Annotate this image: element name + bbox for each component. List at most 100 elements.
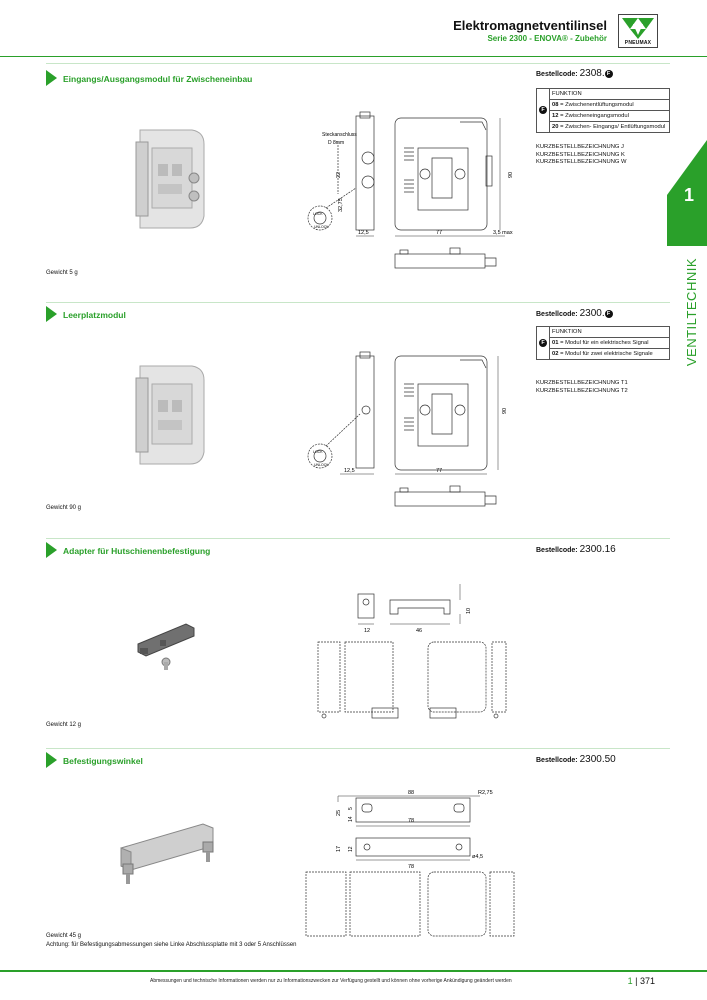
dim-label: 88	[408, 790, 414, 796]
short-designation: KURZBESTELLBEZEICHNUNG W	[536, 159, 627, 165]
short-designations: KURZBESTELLBEZEICHNUNG J KURZBESTELLBEZE…	[536, 144, 627, 167]
technical-drawing-io-module: Steckanschluss D 8mm 22 32,75 LOCK UNLOC…	[307, 111, 514, 269]
function-header: FUNKTION	[549, 88, 670, 100]
product-photo-din-adapter	[137, 623, 195, 670]
dim-label: 78	[408, 818, 414, 824]
chapter-tab	[667, 140, 707, 246]
dim-label: 12,5	[358, 230, 369, 236]
function-header: FUNKTION	[549, 326, 670, 338]
technical-drawing-blank-module: LOCK UNLOCK 12,5 77 90	[307, 351, 508, 507]
dim-label: 12,5	[344, 468, 355, 474]
section-title: Befestigungswinkel	[63, 756, 143, 766]
order-code-value: 2300.16	[579, 544, 616, 555]
section-title: Adapter für Hutschienenbefestigung	[63, 546, 211, 556]
order-code: Bestellcode: 2308.F	[536, 68, 613, 79]
weight-label: Gewicht 45 g	[46, 933, 82, 939]
page-title: Elektromagnetventilinsel	[453, 18, 607, 33]
dim-label: 10	[466, 608, 472, 614]
pneumax-logo-mark	[622, 18, 654, 39]
mounting-note: Achtung: für Befestigungsabmessungen sie…	[46, 942, 297, 948]
dim-label: R2,75	[478, 790, 493, 796]
order-code: Bestellcode: 2300.50	[536, 754, 616, 765]
dim-label: ø4,5	[472, 854, 483, 860]
section-title: Leerplatzmodul	[63, 310, 126, 320]
section-arrow-icon	[46, 70, 57, 86]
section-divider	[46, 748, 670, 749]
dim-label: 77	[436, 230, 442, 236]
technical-drawing-din-adapter: 12 46 10	[317, 584, 507, 719]
product-photo-mounting-bracket	[120, 823, 214, 884]
weight-label: Gewicht 5 g	[46, 270, 78, 276]
chapter-label: VENTILTECHNIK	[684, 258, 699, 367]
product-photo-blank-module	[135, 365, 205, 465]
dim-label: 17	[336, 846, 342, 852]
order-code-value: 2308.	[579, 68, 605, 79]
dim-label: 25	[336, 810, 342, 816]
page-separator: |	[635, 976, 638, 986]
product-photo-io-module	[135, 129, 205, 229]
function-row: 02 = Modul für zwei elektrische Signale	[549, 348, 670, 360]
order-code: Bestellcode: 2300.F	[536, 308, 613, 319]
footer-page: 371	[639, 976, 655, 986]
section-divider	[46, 63, 670, 64]
function-badge-cell: F	[536, 326, 550, 360]
chapter-number: 1	[683, 185, 694, 205]
order-label: Bestellcode:	[536, 71, 578, 78]
function-badge-cell: F	[536, 88, 550, 133]
section-title: Eingangs/Ausgangsmodul für Zwischeneinba…	[63, 74, 253, 84]
footer-disclaimer: Abmessungen und technische Informationen…	[150, 978, 512, 984]
unlock-label: UNLOCK	[314, 463, 329, 467]
dim-label: 22	[336, 172, 342, 178]
section-arrow-icon	[46, 306, 57, 322]
section-divider	[46, 538, 670, 539]
footer-chapter: 1	[627, 976, 633, 986]
dim-label: 14	[348, 816, 354, 822]
dim-label: 90	[508, 172, 514, 178]
dim-label: Steckanschluss	[322, 132, 357, 138]
function-badge: F	[539, 338, 547, 347]
order-code-value: 2300.	[579, 308, 605, 319]
logo-text: PNEUMAX	[624, 40, 652, 46]
lock-label: LOCK	[313, 212, 323, 216]
function-row: 12 = Zwischeneingangsmodul	[549, 110, 670, 122]
dim-label: 77	[436, 468, 442, 474]
section-arrow-icon	[46, 752, 57, 768]
page-subtitle: Serie 2300 - ENOVA® - Zubehör	[487, 34, 607, 43]
dim-label: 90	[502, 408, 508, 414]
function-badge: F	[604, 70, 613, 78]
short-designations: KURZBESTELLBEZEICHNUNG T1 KURZBESTELLBEZ…	[536, 380, 628, 395]
weight-label: Gewicht 12 g	[46, 722, 82, 728]
function-table: F FUNKTION 01 = Modul für ein elektrisch…	[536, 326, 670, 360]
dim-label: 78	[408, 864, 414, 870]
short-designation: KURZBESTELLBEZEICHNUNG K	[536, 151, 625, 158]
dim-label: 12	[348, 846, 354, 852]
dim-label: 3,5 max	[493, 230, 513, 236]
short-designation: KURZBESTELLBEZEICHNUNG J	[536, 144, 624, 150]
order-code-value: 2300.50	[579, 754, 616, 765]
function-row: 20 = Zwischen- Eingangs/ Entlüftungsmodu…	[549, 121, 670, 133]
weight-label: Gewicht 90 g	[46, 505, 82, 511]
technical-drawing-mounting-bracket: 88 R2,75 78 25 5 14 17 12 78 ø4,5	[305, 790, 515, 937]
function-row: 08 = Zwischenentlüftungsmodul	[549, 99, 670, 111]
unlock-label: UNLOCK	[314, 225, 329, 229]
dim-label: 12	[364, 628, 370, 634]
function-table: F FUNKTION 08 = Zwischenentlüftungsmodul…	[536, 88, 670, 133]
function-badge: F	[539, 106, 547, 114]
dim-label: 46	[416, 628, 422, 634]
header-rule	[0, 56, 707, 57]
pneumax-logo: PNEUMAX	[618, 14, 658, 48]
order-label: Bestellcode:	[536, 547, 578, 554]
dim-label: D 8mm	[328, 140, 344, 146]
section-arrow-icon	[46, 542, 57, 558]
order-label: Bestellcode:	[536, 757, 578, 764]
short-designation: KURZBESTELLBEZEICHNUNG T2	[536, 387, 628, 394]
footer-rule	[0, 970, 707, 972]
function-badge: F	[604, 310, 613, 318]
dim-label: 5	[348, 807, 354, 810]
function-row: 01 = Modul für ein elektrisches Signal	[549, 337, 670, 349]
section-divider	[46, 302, 670, 303]
short-designation: KURZBESTELLBEZEICHNUNG T1	[536, 380, 628, 386]
dim-label: 32,75	[338, 198, 344, 212]
lock-label: LOCK	[313, 450, 323, 454]
order-code: Bestellcode: 2300.16	[536, 544, 616, 555]
